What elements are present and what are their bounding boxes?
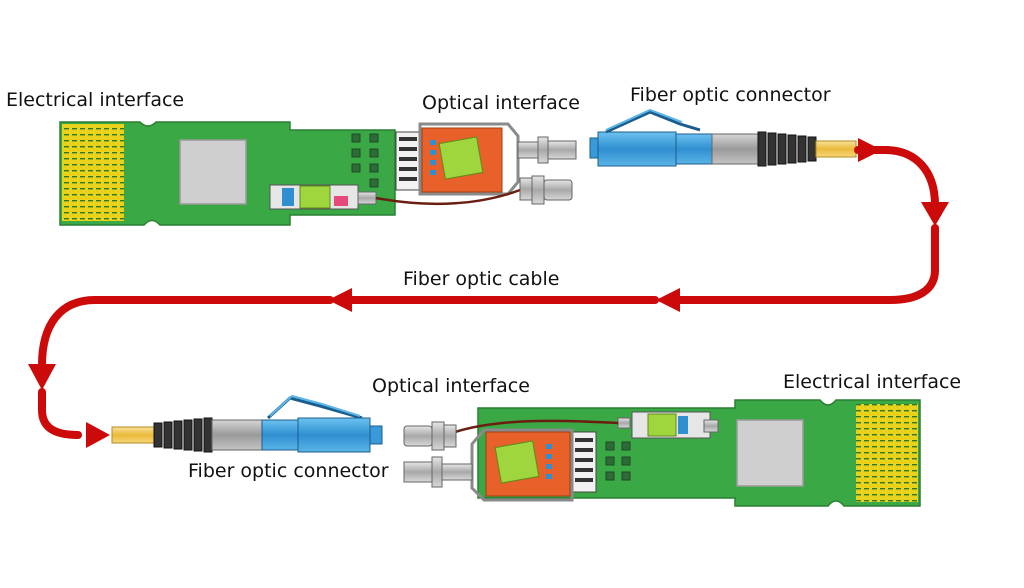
fiber-optic-cable-label: Fiber optic cable <box>403 268 560 290</box>
bottom-electrical-contacts <box>856 404 918 502</box>
top-smd-components <box>351 133 379 188</box>
bottom-receiver-board <box>454 411 719 439</box>
top-optical-cage <box>418 122 520 196</box>
bottom-fiber-connector <box>111 394 383 453</box>
top-optical-port-rx <box>519 175 573 205</box>
top-receiver-board <box>269 184 521 210</box>
bottom-electrical-interface-label: Electrical interface <box>783 371 962 393</box>
top-chip <box>179 139 247 205</box>
bottom-fiber-cable-stub <box>111 426 155 444</box>
top-strain-relief <box>757 131 817 167</box>
top-fiber-connector-label: Fiber optic connector <box>630 84 831 106</box>
top-transceiver-module <box>59 121 577 226</box>
top-fiber-cable-stub <box>815 140 857 158</box>
top-optical-interface-label: Optical interface <box>422 92 580 114</box>
bottom-optical-interface-label: Optical interface <box>372 375 530 397</box>
cable-arrowheads <box>28 138 949 448</box>
bottom-chip <box>736 419 804 487</box>
bottom-optical-port-tx <box>403 456 473 488</box>
top-electrical-interface-label: Electrical interface <box>6 89 185 111</box>
bottom-smd-components <box>605 441 631 481</box>
top-fiber-connector <box>589 108 857 167</box>
top-electrical-contacts <box>62 124 124 221</box>
bottom-optical-port-rx <box>403 421 457 451</box>
bottom-transceiver-module <box>403 399 921 507</box>
top-optical-port-tx <box>517 136 577 164</box>
fiber-cable-path <box>38 146 939 439</box>
bottom-optical-cage <box>470 428 574 502</box>
bottom-strain-relief <box>153 417 213 453</box>
bottom-fiber-connector-label: Fiber optic connector <box>188 460 389 482</box>
